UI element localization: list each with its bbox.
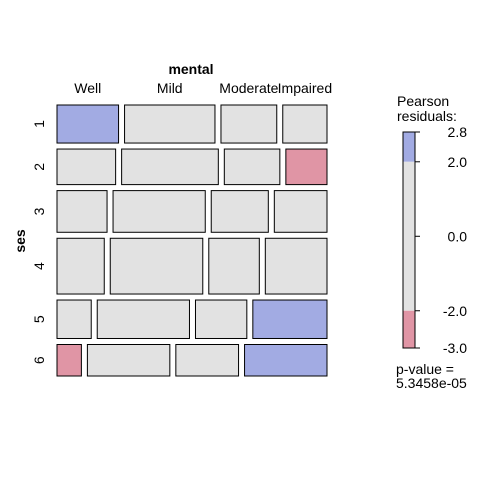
legend-title-line-1: Pearson <box>397 93 449 109</box>
row-label-6: 6 <box>31 356 47 364</box>
mosaic-tile-ses-2-mild <box>121 148 219 186</box>
row-label-5: 5 <box>31 315 47 323</box>
mosaic-tile-ses-5-well <box>56 299 92 339</box>
mosaic-tile-ses-4-well <box>56 237 105 295</box>
mosaic-tile-ses-5-mild <box>96 299 190 339</box>
legend-tick-label-0-0: 0.0 <box>448 228 468 244</box>
p-value-label: p-value = <box>396 361 454 377</box>
mosaic-tile-ses-4-moderate <box>208 237 260 295</box>
mosaic-tile-ses-3-mild <box>112 190 206 233</box>
column-label-mild: Mild <box>157 80 183 96</box>
mosaic-tile-ses-2-well <box>56 148 117 186</box>
mosaic-tile-ses-1-mild <box>124 104 216 144</box>
column-label-well: Well <box>74 80 101 96</box>
mosaic-tile-ses-6-moderate <box>175 344 240 377</box>
mosaic-tile-ses-4-impaired <box>264 237 328 295</box>
row-category-labels: 1 2 3 4 5 6 <box>31 120 47 364</box>
mosaic-tile-ses-1-moderate <box>220 104 278 144</box>
row-label-4: 4 <box>31 262 47 270</box>
mosaic-tile-ses-3-moderate <box>210 190 269 233</box>
legend-color-bar <box>402 131 416 349</box>
legend-bar-outline <box>402 131 416 349</box>
mosaic-tile-ses-3-well <box>56 190 108 233</box>
mosaic-tile-ses-6-impaired <box>244 344 328 377</box>
mosaic-tile-ses-5-moderate <box>194 299 248 339</box>
mosaic-tile-ses-1-impaired <box>282 104 328 144</box>
legend-ticks: 2.8 2.0 0.0 -2.0 -3.0 <box>415 124 467 356</box>
residual-legend: Pearson residuals: 2.8 2.0 0.0 -2.0 -3.0 p-v… <box>396 93 467 391</box>
mosaic-tile-ses-6-well <box>56 344 82 377</box>
row-label-2: 2 <box>31 163 47 171</box>
column-label-moderate: Moderate <box>219 80 278 96</box>
mosaic-tile-ses-1-well <box>56 104 120 144</box>
mosaic-tile-ses-2-moderate <box>223 148 281 186</box>
legend-positive-segment <box>403 132 415 162</box>
row-variable-title: ses <box>12 229 28 253</box>
legend-neutral-segment <box>403 161 415 311</box>
mosaic-tile-ses-3-impaired <box>273 190 328 233</box>
legend-tick-label--2-0: -2.0 <box>443 303 467 319</box>
legend-tick-label--3-0: -3.0 <box>443 340 467 356</box>
legend-title-line-2: residuals: <box>397 108 457 124</box>
legend-negative-segment <box>403 310 415 348</box>
column-variable-title: mental <box>168 61 213 77</box>
mosaic-tile-ses-4-mild <box>109 237 204 295</box>
row-label-3: 3 <box>31 207 47 215</box>
row-label-1: 1 <box>31 120 47 128</box>
legend-tick-label-2-0: 2.0 <box>448 154 468 170</box>
mosaic-tiles <box>56 104 328 377</box>
mosaic-tile-ses-2-impaired <box>285 148 328 186</box>
mosaic-tile-ses-6-mild <box>86 344 171 377</box>
legend-tick-label-2-8: 2.8 <box>448 124 468 140</box>
column-label-impaired: Impaired <box>278 80 332 96</box>
p-value-number: 5.3458e-05 <box>396 375 467 391</box>
mosaic-tile-ses-5-impaired <box>252 299 328 339</box>
